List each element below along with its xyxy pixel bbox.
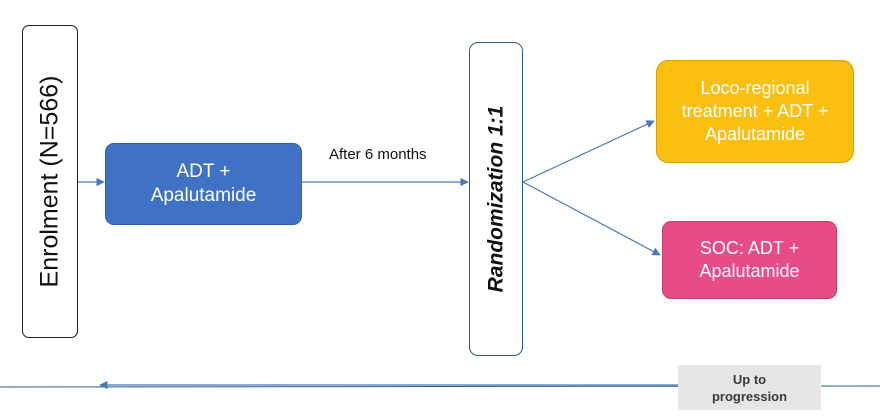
induction-line-2: Apalutamide [150, 185, 257, 206]
induction-line-1: ADT + [176, 161, 231, 182]
arm-b-box: SOC: ADT + Apalutamide [662, 221, 837, 299]
progression-box: Up to progression [678, 365, 821, 410]
interval-label: After 6 months [329, 146, 427, 163]
randomization-label: Randomization 1:1 [484, 105, 507, 293]
arrow-randomization-to-arm-b [522, 181, 661, 256]
enrolment-label: Enrolment (N=566) [35, 75, 64, 288]
arm-a-line-1: Loco-regional [700, 78, 810, 98]
arm-b-line-2: Apalutamide [699, 261, 800, 281]
progression-line-1: Up to [732, 371, 767, 387]
arm-a-line-3: Apalutamide [704, 124, 806, 144]
enrolment-box: Enrolment (N=566) [22, 25, 78, 338]
progression-line-2: progression [711, 388, 788, 404]
randomization-box: Randomization 1:1 [469, 42, 523, 356]
arm-a-box: Loco-regional treatment + ADT + Apalutam… [656, 60, 854, 163]
induction-box: ADT + Apalutamide [105, 143, 302, 225]
arm-b-line-1: SOC: ADT + [699, 238, 800, 258]
arm-a-line-2: treatment + ADT + [681, 101, 829, 121]
arrow-randomization-to-arm-a [522, 120, 655, 183]
